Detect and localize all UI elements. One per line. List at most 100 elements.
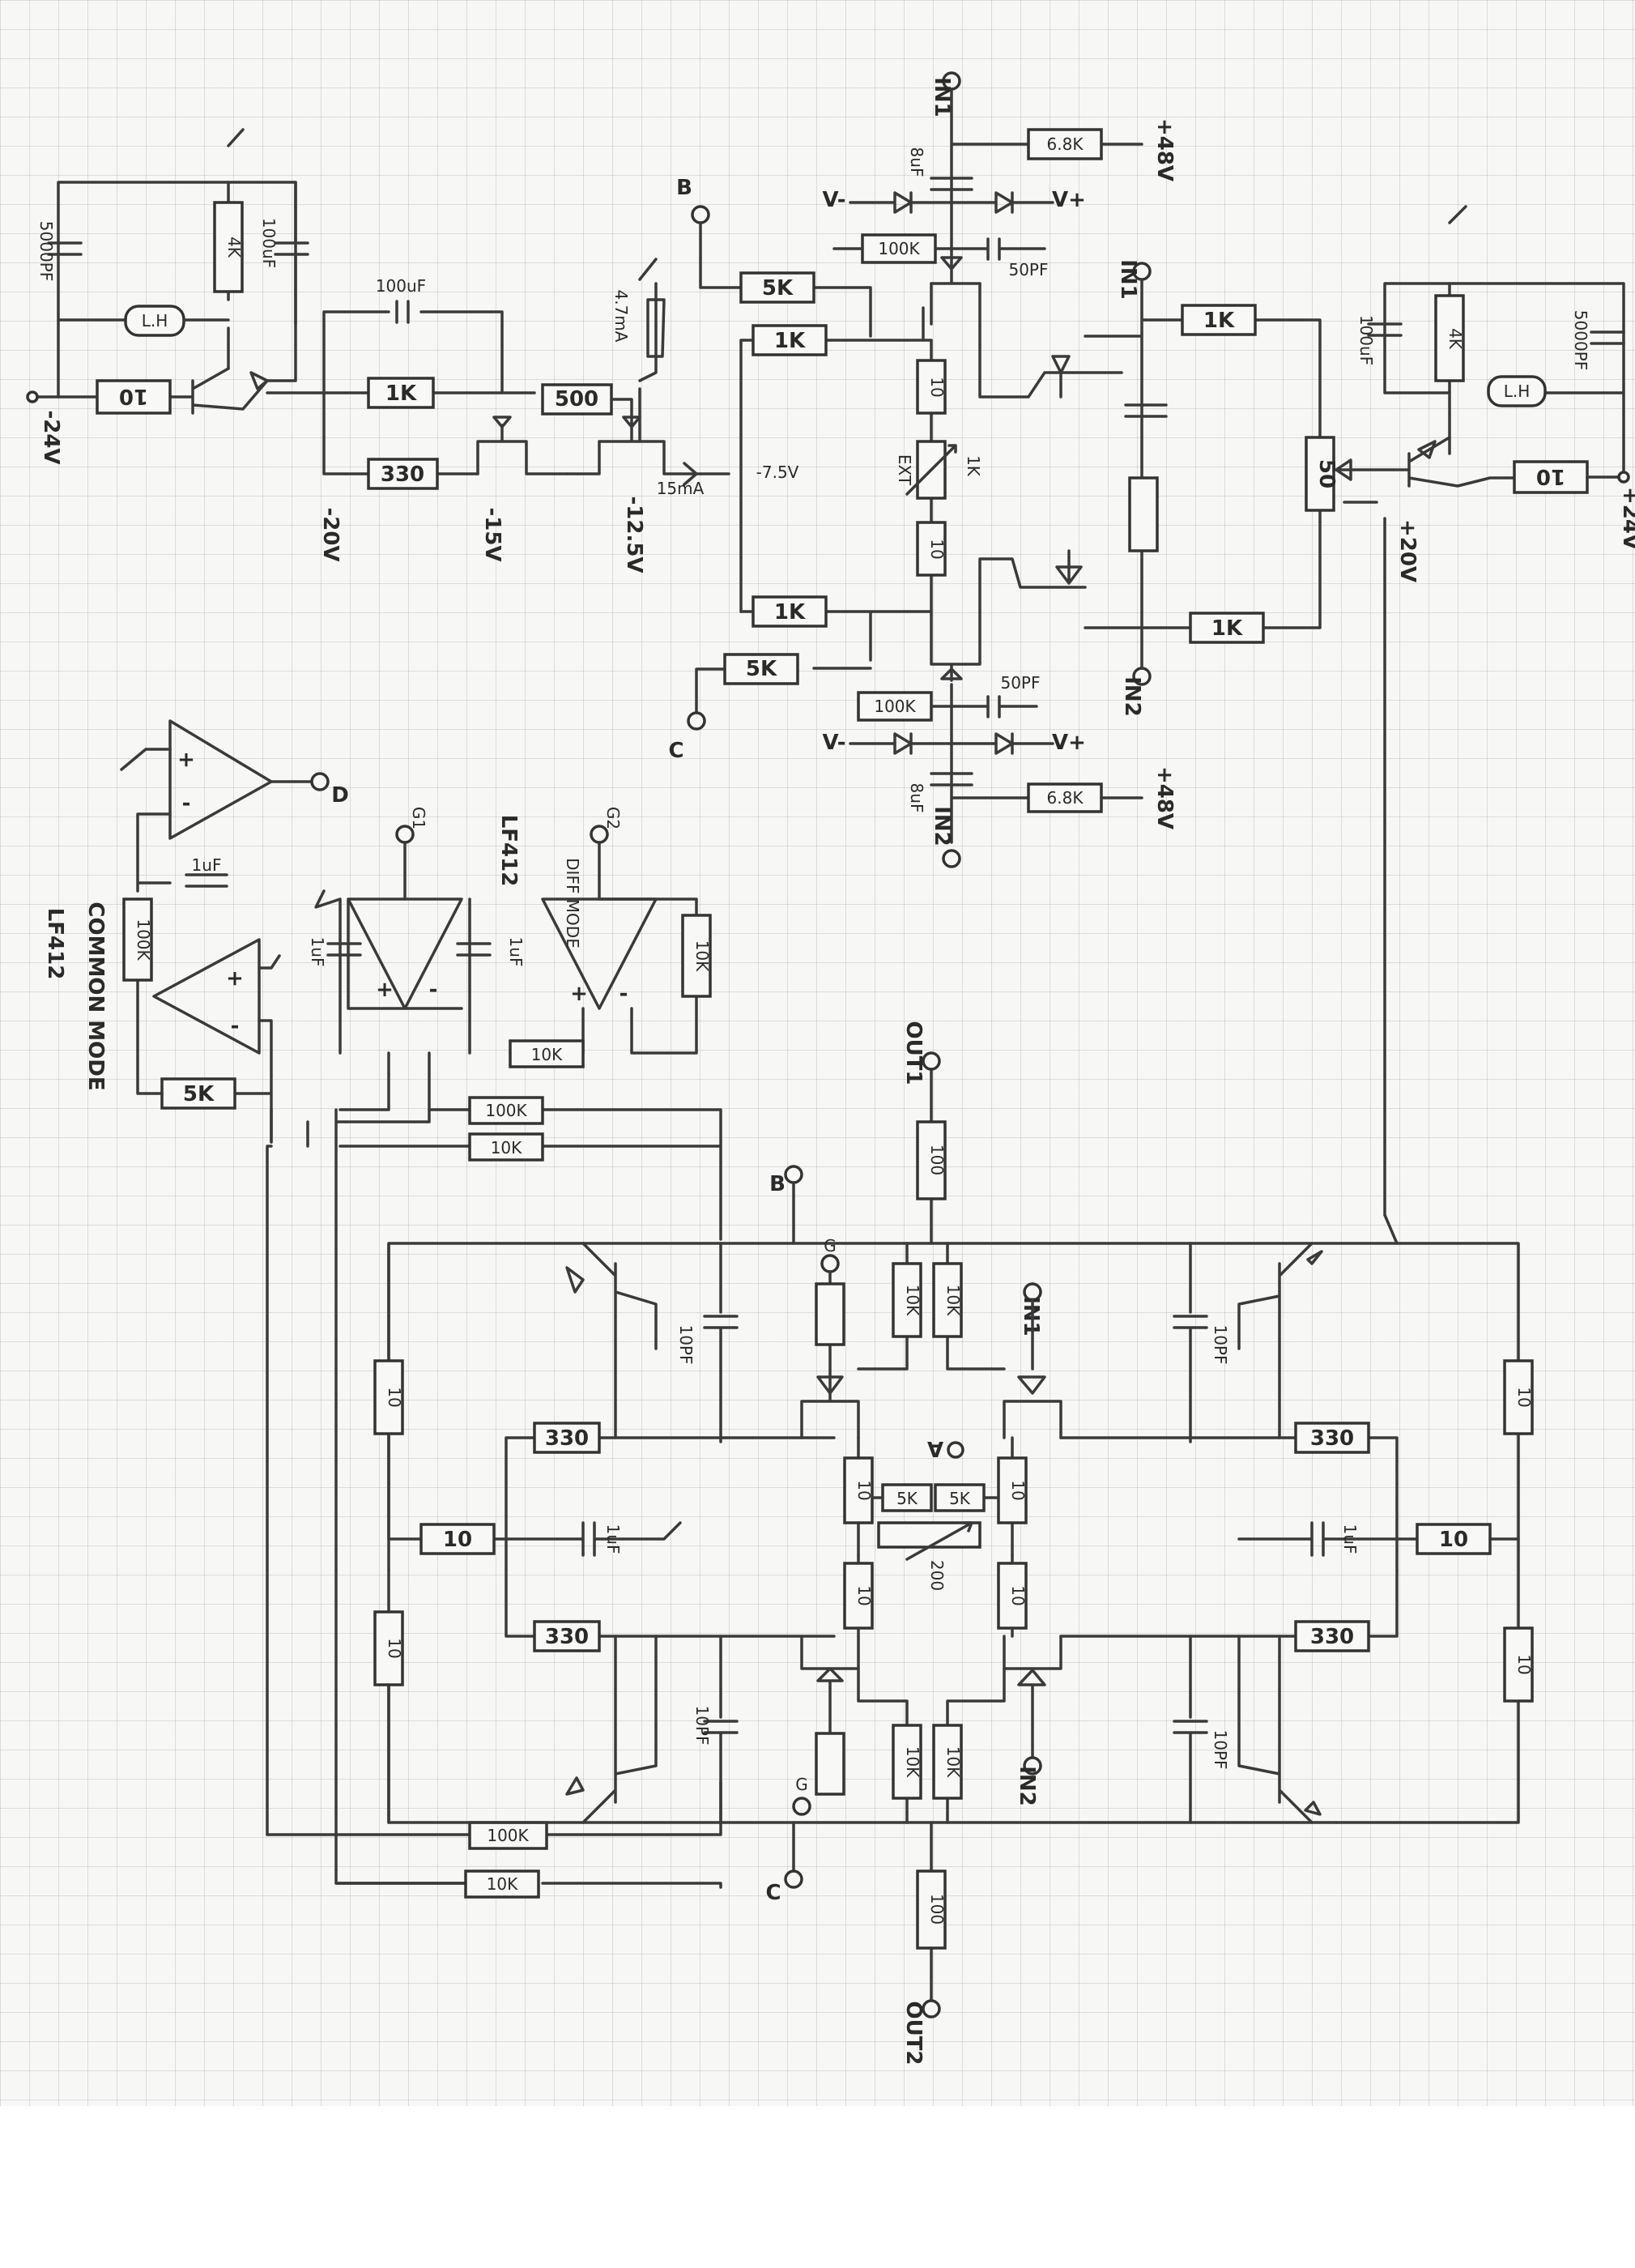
opamp-g1 bbox=[347, 897, 463, 1010]
resistor-label: 10 bbox=[927, 377, 947, 397]
cap-label: 1uF bbox=[506, 937, 526, 967]
opamp-sign: + bbox=[376, 978, 394, 1002]
cap-label: 10PF bbox=[676, 1324, 696, 1364]
opamp-section: + - D 1uF + - 100K 5K COMMON MODE LF412 … bbox=[43, 719, 712, 1144]
resistor-1k-a bbox=[367, 377, 435, 409]
resistor-label: 10 bbox=[927, 539, 947, 559]
cap-label: 10PF bbox=[692, 1705, 712, 1745]
resistor-330-r2 bbox=[1294, 1620, 1370, 1652]
resistor-100-out2 bbox=[916, 1869, 947, 1950]
voltage-label: -12.5V bbox=[622, 496, 646, 573]
resistor-10-r1 bbox=[1503, 1359, 1534, 1435]
supply-label: V- bbox=[822, 188, 845, 212]
cap-label: 10PF bbox=[1211, 1324, 1230, 1364]
resistor-10-l3 bbox=[373, 1610, 404, 1686]
resistor-label: 330 bbox=[545, 1426, 589, 1451]
supply-label: V+ bbox=[1052, 188, 1086, 212]
label: DIFF MODE bbox=[563, 858, 582, 949]
opamp-d bbox=[168, 719, 273, 840]
resistor-label: 1K bbox=[1203, 309, 1235, 333]
resistor-100k-bot bbox=[857, 691, 933, 722]
node-label: G1 bbox=[409, 807, 428, 829]
resistor-10-c2 bbox=[916, 521, 947, 577]
lamp-label: L.H bbox=[142, 311, 168, 330]
output-label: OUT2 bbox=[901, 2001, 926, 2065]
resistor-label: 330 bbox=[1310, 1426, 1354, 1451]
resistor-100k-cm bbox=[122, 897, 153, 982]
resistor-330-a bbox=[367, 458, 439, 490]
resistor-label: 200 bbox=[927, 1560, 947, 1591]
opamp-sign: + bbox=[177, 748, 195, 772]
label: LF412 bbox=[496, 815, 521, 887]
resistor-10-tr bbox=[1513, 460, 1589, 494]
node-label: A bbox=[927, 1436, 943, 1460]
resistor-label: 100 bbox=[927, 1894, 947, 1925]
output-stage: OUT1 100 B 10PF 10PF 10 330 10 330 10 1u… bbox=[373, 1021, 1534, 2066]
resistor-label: 10K bbox=[487, 1874, 518, 1894]
resistor-label: 5K bbox=[183, 1082, 215, 1106]
voltage-label: +48V bbox=[1152, 118, 1177, 181]
cap-label: 50PF bbox=[1008, 260, 1048, 279]
node-label: C bbox=[765, 1881, 781, 1905]
resistor-10-r2 bbox=[1416, 1523, 1492, 1555]
resistor-1k-r1 bbox=[1181, 304, 1257, 336]
lamp-label: L.H bbox=[1504, 382, 1531, 401]
resistor-1k-b bbox=[752, 324, 828, 356]
resistor-label: 100K bbox=[487, 1826, 529, 1845]
opamp-cm bbox=[152, 938, 261, 1055]
resistor-4k-tr bbox=[1434, 294, 1465, 382]
voltage-label: -20V bbox=[318, 507, 343, 561]
resistor-10-l2 bbox=[419, 1523, 496, 1555]
input-stage: IN1 6.8K +48V 8uF V- V+ 100K 50PF B 5K 1… bbox=[668, 71, 1177, 868]
voltage-label: -24V bbox=[39, 410, 63, 464]
opamp-sign: - bbox=[231, 1014, 240, 1038]
resistor-330-r1 bbox=[1294, 1422, 1370, 1454]
resistor-500 bbox=[541, 383, 613, 416]
opamp-sign: - bbox=[182, 791, 191, 816]
resistor-unlabeled-g2 bbox=[815, 1732, 845, 1796]
node-label: G bbox=[824, 1236, 837, 1256]
resistor-5k-c bbox=[723, 653, 799, 685]
resistor-label: 10 bbox=[1514, 1387, 1534, 1407]
right-follower: IN1 1K 50 1K IN2 bbox=[1084, 259, 1339, 717]
resistor-label: 10 bbox=[854, 1585, 874, 1605]
resistor-label: 5K bbox=[762, 276, 794, 301]
cap-label: 1uF bbox=[603, 1524, 623, 1554]
resistor-10k-b bbox=[932, 1262, 963, 1338]
resistor-5k-cm bbox=[160, 1077, 236, 1110]
node-label: B bbox=[769, 1172, 786, 1196]
node-label: D bbox=[331, 783, 349, 808]
cap-label: 10PF bbox=[1211, 1729, 1230, 1769]
resistor-label: 10K bbox=[531, 1045, 563, 1064]
resistor-label: 10 bbox=[1008, 1480, 1028, 1500]
resistor-label: 1K bbox=[385, 382, 417, 406]
cap-label: 100uF bbox=[376, 276, 426, 296]
node-label: G bbox=[795, 1775, 808, 1794]
resistor-label: 5K bbox=[896, 1489, 918, 1508]
cap-label: 1uF bbox=[308, 937, 327, 967]
resistor-label: 100K bbox=[874, 697, 916, 716]
resistor-label: 10 bbox=[1008, 1585, 1028, 1605]
resistor-10k-fb bbox=[681, 914, 712, 998]
resistor-label: 5K bbox=[949, 1489, 971, 1508]
resistor-label: 50 bbox=[1314, 459, 1339, 488]
resistor-label: 10K bbox=[692, 940, 712, 972]
resistor-10k-m2 bbox=[464, 1869, 540, 1899]
resistor-label: 10 bbox=[1536, 464, 1565, 488]
node-label: IN2 bbox=[1120, 676, 1144, 717]
resistor-label: 10K bbox=[491, 1138, 522, 1157]
resistor-label: 10K bbox=[903, 1746, 922, 1778]
resistor-10k-d bbox=[932, 1724, 963, 1800]
current-label: 4.7mA bbox=[611, 290, 631, 343]
resistor-1k-c bbox=[752, 595, 828, 628]
resistor-label: 4K bbox=[1446, 328, 1465, 350]
scan-margin bbox=[0, 2106, 1635, 2268]
resistor-label: 10 bbox=[443, 1528, 472, 1552]
label: LF412 bbox=[43, 908, 67, 980]
cap-label: 8uF bbox=[907, 783, 926, 813]
resistor-label: 6.8K bbox=[1047, 788, 1084, 808]
resistor-unlabeled bbox=[1128, 476, 1159, 552]
resistor-10-l1 bbox=[373, 1359, 404, 1435]
resistor-label: 10 bbox=[385, 1638, 404, 1658]
resistor-label: 5K bbox=[746, 657, 777, 681]
